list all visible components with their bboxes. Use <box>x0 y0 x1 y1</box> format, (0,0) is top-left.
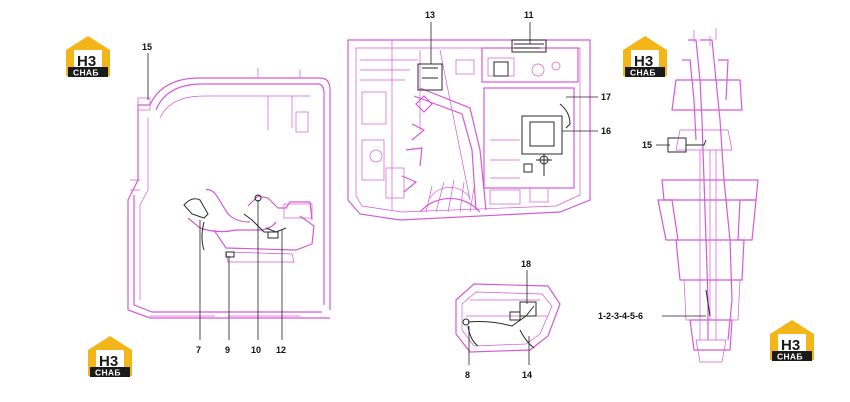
boom-front-view <box>657 28 759 363</box>
logo-caption: СНАБ <box>73 68 99 78</box>
logo-caption: СНАБ <box>95 368 121 378</box>
callout-labels: 15 7 9 10 12 13 11 17 16 18 8 14 15 1-2-… <box>142 10 652 380</box>
leader-lines <box>147 22 706 365</box>
callout-10: 10 <box>251 345 261 355</box>
callout-18: 18 <box>521 259 531 269</box>
callout-11: 11 <box>524 10 534 20</box>
logo-caption: СНАБ <box>630 68 656 78</box>
logo-bottom-right: H3 СНАБ <box>770 320 814 362</box>
callout-15-boom: 15 <box>642 140 652 150</box>
brand-lettering-graphic <box>401 95 433 193</box>
callout-14: 14 <box>522 370 532 380</box>
callout-12: 12 <box>276 345 286 355</box>
callout-8: 8 <box>465 370 470 380</box>
callout-1-6: 1-2-3-4-5-6 <box>598 311 643 321</box>
logo-top-right: H3 СНАБ <box>623 36 667 78</box>
logo-bottom-left: H3 СНАБ <box>88 336 132 378</box>
logo-mark: H3 <box>99 353 118 370</box>
callout-17: 17 <box>601 92 611 102</box>
logo-mark: H3 <box>77 53 96 70</box>
logo-mark: H3 <box>781 337 800 354</box>
callout-15-cab: 15 <box>142 42 152 52</box>
logo-mark: H3 <box>634 53 653 70</box>
logo-caption: СНАБ <box>777 352 803 362</box>
callout-13: 13 <box>425 10 435 20</box>
callout-7: 7 <box>196 345 201 355</box>
cab-side-view <box>127 68 331 319</box>
console-detail-view <box>455 283 561 353</box>
logo-top-left: H3 СНАБ <box>66 36 110 78</box>
callout-16: 16 <box>601 126 611 136</box>
callout-9: 9 <box>225 345 230 355</box>
cab-interior-top-view <box>347 39 591 221</box>
